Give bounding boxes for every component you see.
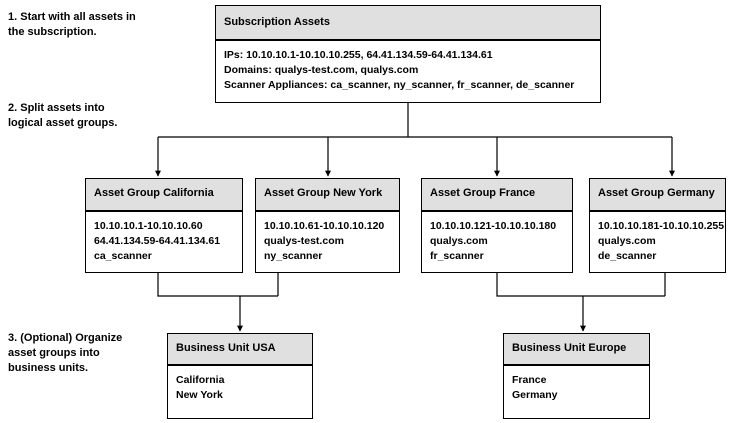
business-unit-europe-line-2: Germany (512, 389, 558, 401)
subscription-assets-title: Subscription Assets (216, 6, 600, 41)
asset-group-france-body: 10.10.10.121-10.10.10.180 qualys.com fr_… (422, 212, 572, 270)
node-asset-group-new-york: Asset Group New York 10.10.10.61-10.10.1… (255, 178, 400, 273)
business-unit-usa-body: California New York (168, 366, 312, 409)
step-label-3: 3. (Optional) Organize asset groups into… (8, 332, 123, 374)
asset-group-new-york-line-1: 10.10.10.61-10.10.10.120 (264, 220, 385, 232)
asset-group-new-york-title: Asset Group New York (256, 179, 399, 212)
asset-group-california-line-1: 10.10.10.1-10.10.10.60 (94, 220, 203, 232)
business-unit-usa-line-1: California (176, 374, 225, 386)
node-business-unit-europe: Business Unit Europe France Germany (503, 333, 650, 419)
business-unit-europe-line-1: France (512, 374, 547, 386)
asset-group-france-line-1: 10.10.10.121-10.10.10.180 (430, 220, 557, 232)
asset-group-california-body: 10.10.10.1-10.10.10.60 64.41.134.59-64.4… (86, 212, 242, 270)
node-subscription-assets: Subscription Assets IPs: 10.10.10.1-10.1… (215, 5, 601, 103)
subscription-ips: IPs: 10.10.10.1-10.10.10.255, 64.41.134.… (224, 49, 493, 61)
business-unit-europe-body: France Germany (504, 366, 649, 409)
node-business-unit-usa: Business Unit USA California New York (167, 333, 313, 419)
asset-group-california-title: Asset Group California (86, 179, 242, 212)
asset-group-new-york-line-3: ny_scanner (264, 250, 323, 262)
node-asset-group-california: Asset Group California 10.10.10.1-10.10.… (85, 178, 243, 273)
business-unit-europe-title: Business Unit Europe (504, 334, 649, 366)
node-asset-group-germany: Asset Group Germany 10.10.10.181-10.10.1… (589, 178, 726, 273)
business-unit-usa-line-2: New York (176, 389, 223, 401)
asset-group-germany-line-3: de_scanner (598, 250, 657, 262)
asset-group-france-title: Asset Group France (422, 179, 572, 212)
node-asset-group-france: Asset Group France 10.10.10.121-10.10.10… (421, 178, 573, 273)
asset-group-germany-line-2: qualys.com (598, 235, 656, 247)
subscription-assets-body: IPs: 10.10.10.1-10.10.10.255, 64.41.134.… (216, 41, 600, 99)
asset-group-california-line-3: ca_scanner (94, 250, 152, 262)
california-to-usa-line (157, 273, 278, 297)
asset-group-france-line-2: qualys.com (430, 235, 488, 247)
asset-group-germany-title: Asset Group Germany (590, 179, 725, 212)
step-label-1: 1. Start with all assets in the subscrip… (8, 11, 136, 38)
business-unit-usa-title: Business Unit USA (168, 334, 312, 366)
asset-group-california-line-2: 64.41.134.59-64.41.134.61 (94, 235, 221, 247)
france-to-europe-line (496, 273, 665, 297)
asset-group-germany-body: 10.10.10.181-10.10.10.255 qualys.com de_… (590, 212, 725, 270)
step-label-2: 2. Split assets into logical asset group… (8, 102, 118, 129)
subscription-domains: Domains: qualys-test.com, qualys.com (224, 64, 419, 76)
asset-group-germany-line-1: 10.10.10.181-10.10.10.255 (598, 220, 725, 232)
subscription-scanner-appliances: Scanner Appliances: ca_scanner, ny_scann… (224, 79, 575, 91)
asset-group-new-york-line-2: qualys-test.com (264, 235, 344, 247)
asset-group-new-york-body: 10.10.10.61-10.10.10.120 qualys-test.com… (256, 212, 399, 270)
asset-group-france-line-3: fr_scanner (430, 250, 484, 262)
